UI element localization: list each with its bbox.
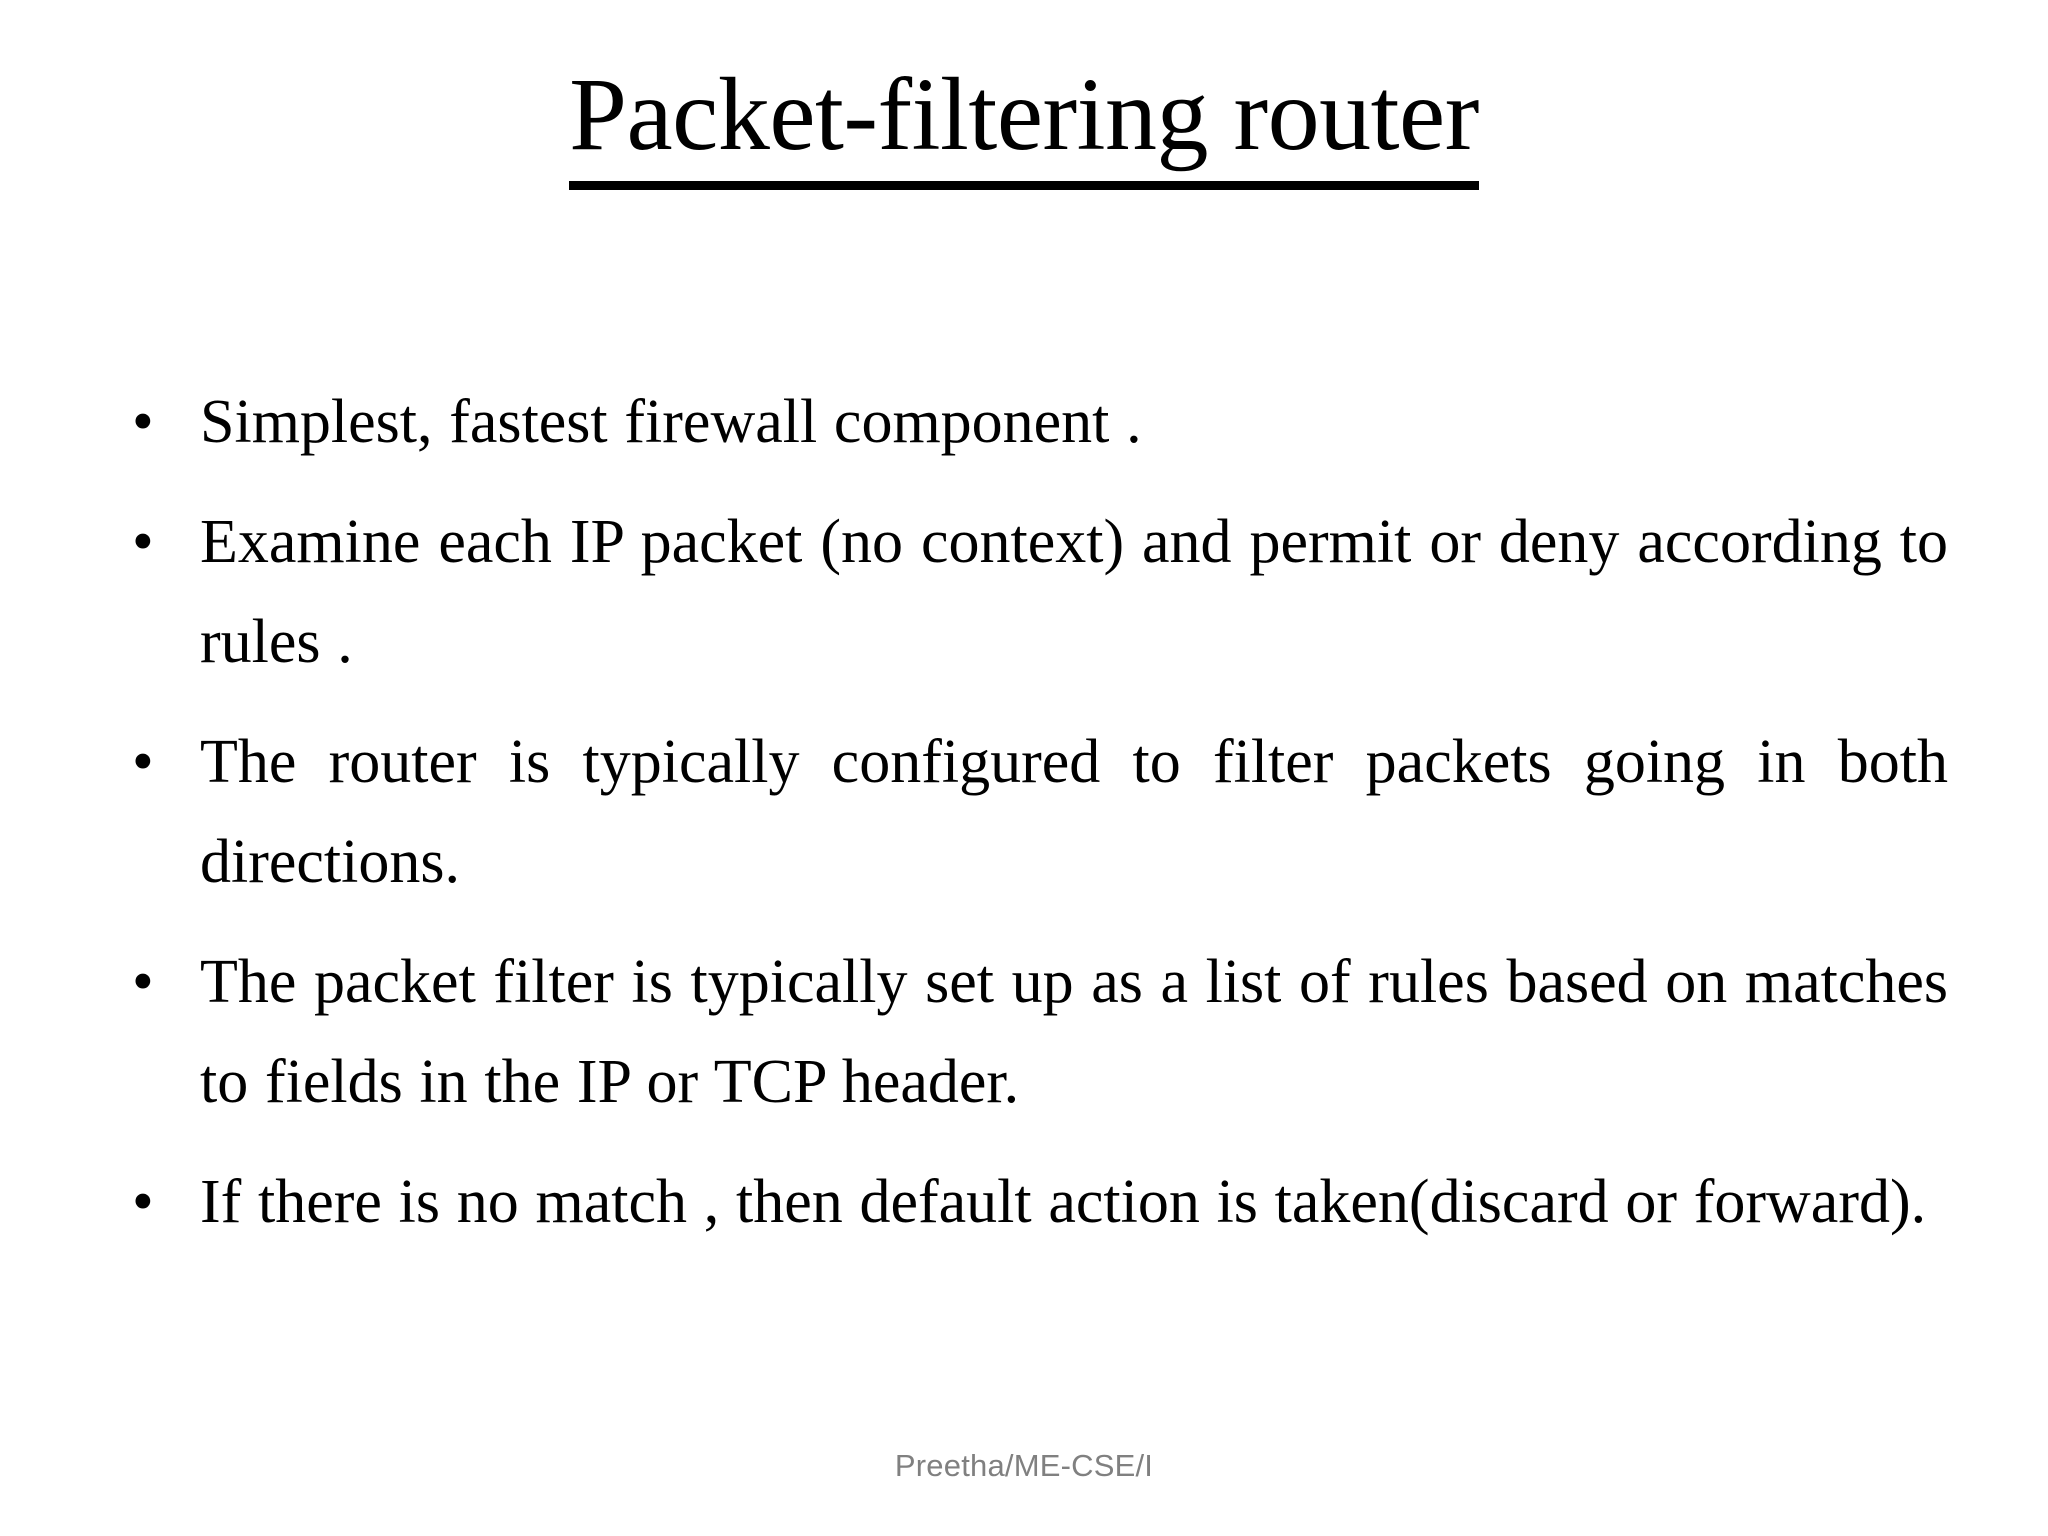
list-item-text: Simplest, fastest firewall component . [200,388,1142,456]
list-item: • Examine each IP packet (no context) an… [118,492,1948,692]
slide-footer: Preetha/ME-CSE/I [0,1446,2048,1486]
page-title: Packet-filtering router [569,52,1479,190]
bullet-point-icon: • [132,388,154,456]
bullet-point-icon: • [132,948,154,1016]
footer-text: Preetha/ME-CSE/I [894,1448,1154,1483]
slide-title-block: Packet-filtering router [0,52,2048,190]
list-item: • If there is no match , then default ac… [118,1152,1948,1252]
bullet-point-icon: • [132,1168,154,1236]
bullet-point-icon: • [132,508,154,576]
list-item-text: Examine each IP packet (no context) and … [200,508,1948,676]
list-item-text: The router is typically configured to fi… [200,728,1948,896]
list-item-text: If there is no match , then default acti… [200,1168,1927,1236]
list-item: • The packet filter is typically set up … [118,932,1948,1132]
bullet-point-icon: • [132,728,154,796]
list-item-text: The packet filter is typically set up as… [200,948,1948,1116]
list-item: • Simplest, fastest firewall component . [118,372,1948,472]
list-item: • The router is typically configured to … [118,712,1948,912]
bullet-list: • Simplest, fastest firewall component .… [118,372,1948,1252]
